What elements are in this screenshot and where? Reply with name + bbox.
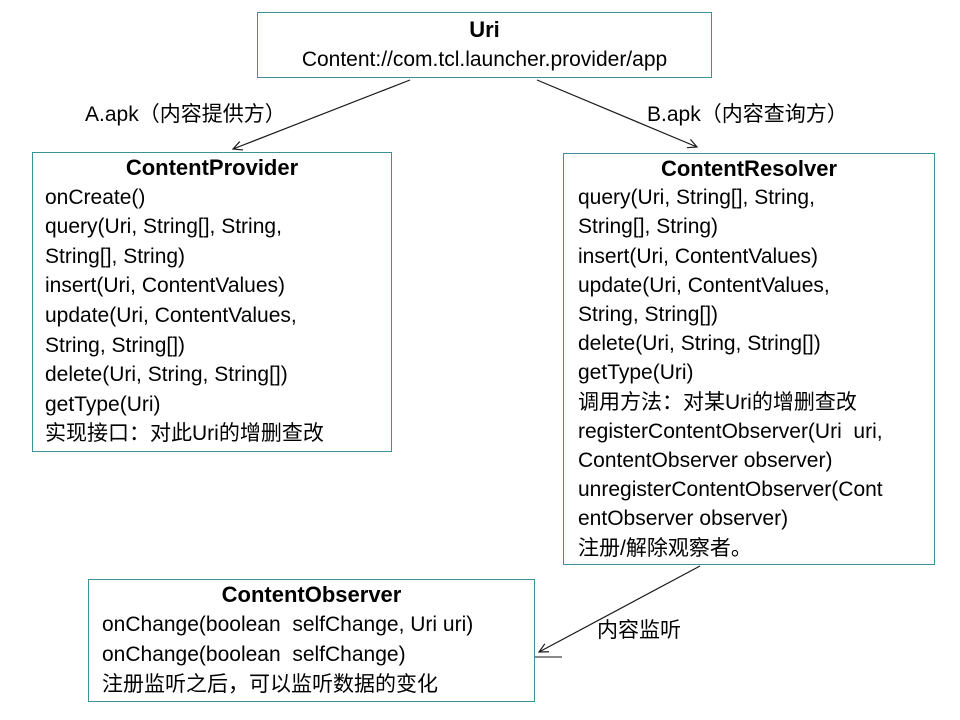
method-line: update(Uri, ContentValues, bbox=[578, 273, 830, 297]
content-observer-title: ContentObserver bbox=[221, 582, 402, 607]
method-line: 注册监听之后，可以监听数据的变化 bbox=[102, 673, 438, 696]
method-line: registerContentObserver(Uri uri, bbox=[578, 419, 883, 443]
method-line: entObserver observer) bbox=[578, 507, 789, 531]
method-line: update(Uri, ContentValues, bbox=[45, 303, 297, 327]
method-line: 注册/解除观察者。 bbox=[578, 536, 752, 560]
method-line: insert(Uri, ContentValues) bbox=[578, 244, 819, 268]
label-content-listen: 内容监听 bbox=[597, 619, 681, 642]
method-line: String, String[]) bbox=[45, 333, 186, 357]
content-provider-methods: onCreate() query(Uri, String[], String, St… bbox=[45, 183, 379, 449]
method-line: delete(Uri, String, String[]) bbox=[578, 332, 821, 356]
method-line: query(Uri, String[], String, bbox=[45, 215, 282, 239]
uri-box: Uri Content://com.tcl.launcher.provider/… bbox=[257, 12, 712, 78]
label-b-apk: B.apk（内容查询方） bbox=[647, 103, 848, 126]
content-resolver-box: ContentResolver query(Uri, String[], Str… bbox=[563, 153, 935, 565]
arrow-uri-to-resolver bbox=[536, 79, 697, 147]
method-line: unregisterContentObserver(Cont bbox=[578, 478, 883, 502]
method-line: onChange(boolean selfChange, Uri uri) bbox=[102, 613, 474, 636]
content-observer-box: ContentObserver onChange(boolean selfCha… bbox=[88, 579, 535, 702]
method-line: String, String[]) bbox=[578, 303, 719, 327]
method-line: ContentObserver observer) bbox=[578, 449, 833, 473]
arrow-uri-to-provider bbox=[233, 79, 411, 149]
method-line: insert(Uri, ContentValues) bbox=[45, 274, 286, 298]
method-line: 实现接口：对此Uri的增删查改 bbox=[45, 422, 324, 446]
uri-box-title: Uri bbox=[469, 17, 500, 42]
content-resolver-title: ContentResolver bbox=[660, 156, 838, 181]
method-line: String[], String) bbox=[578, 215, 719, 239]
arrow-resolver-to-observer bbox=[539, 565, 701, 652]
method-line: query(Uri, String[], String, bbox=[578, 186, 815, 210]
method-line: 调用方法：对某Uri的增删查改 bbox=[578, 390, 857, 414]
content-provider-title: ContentProvider bbox=[125, 155, 299, 180]
method-line: getType(Uri) bbox=[45, 392, 161, 416]
content-resolver-methods: query(Uri, String[], String, String[], St… bbox=[578, 183, 920, 563]
content-observer-methods: onChange(boolean selfChange, Uri uri) onC… bbox=[102, 610, 521, 700]
method-line: onChange(boolean selfChange) bbox=[102, 643, 406, 666]
method-line: delete(Uri, String, String[]) bbox=[45, 363, 288, 387]
method-line: onCreate() bbox=[45, 185, 146, 209]
content-provider-box: ContentProvider onCreate() query(Uri, Str… bbox=[32, 152, 392, 452]
method-line: getType(Uri) bbox=[578, 361, 694, 385]
label-a-apk: A.apk（内容提供方） bbox=[85, 103, 286, 126]
uri-box-address: Content://com.tcl.launcher.provider/app bbox=[301, 48, 668, 71]
method-line: String[], String) bbox=[45, 244, 186, 268]
